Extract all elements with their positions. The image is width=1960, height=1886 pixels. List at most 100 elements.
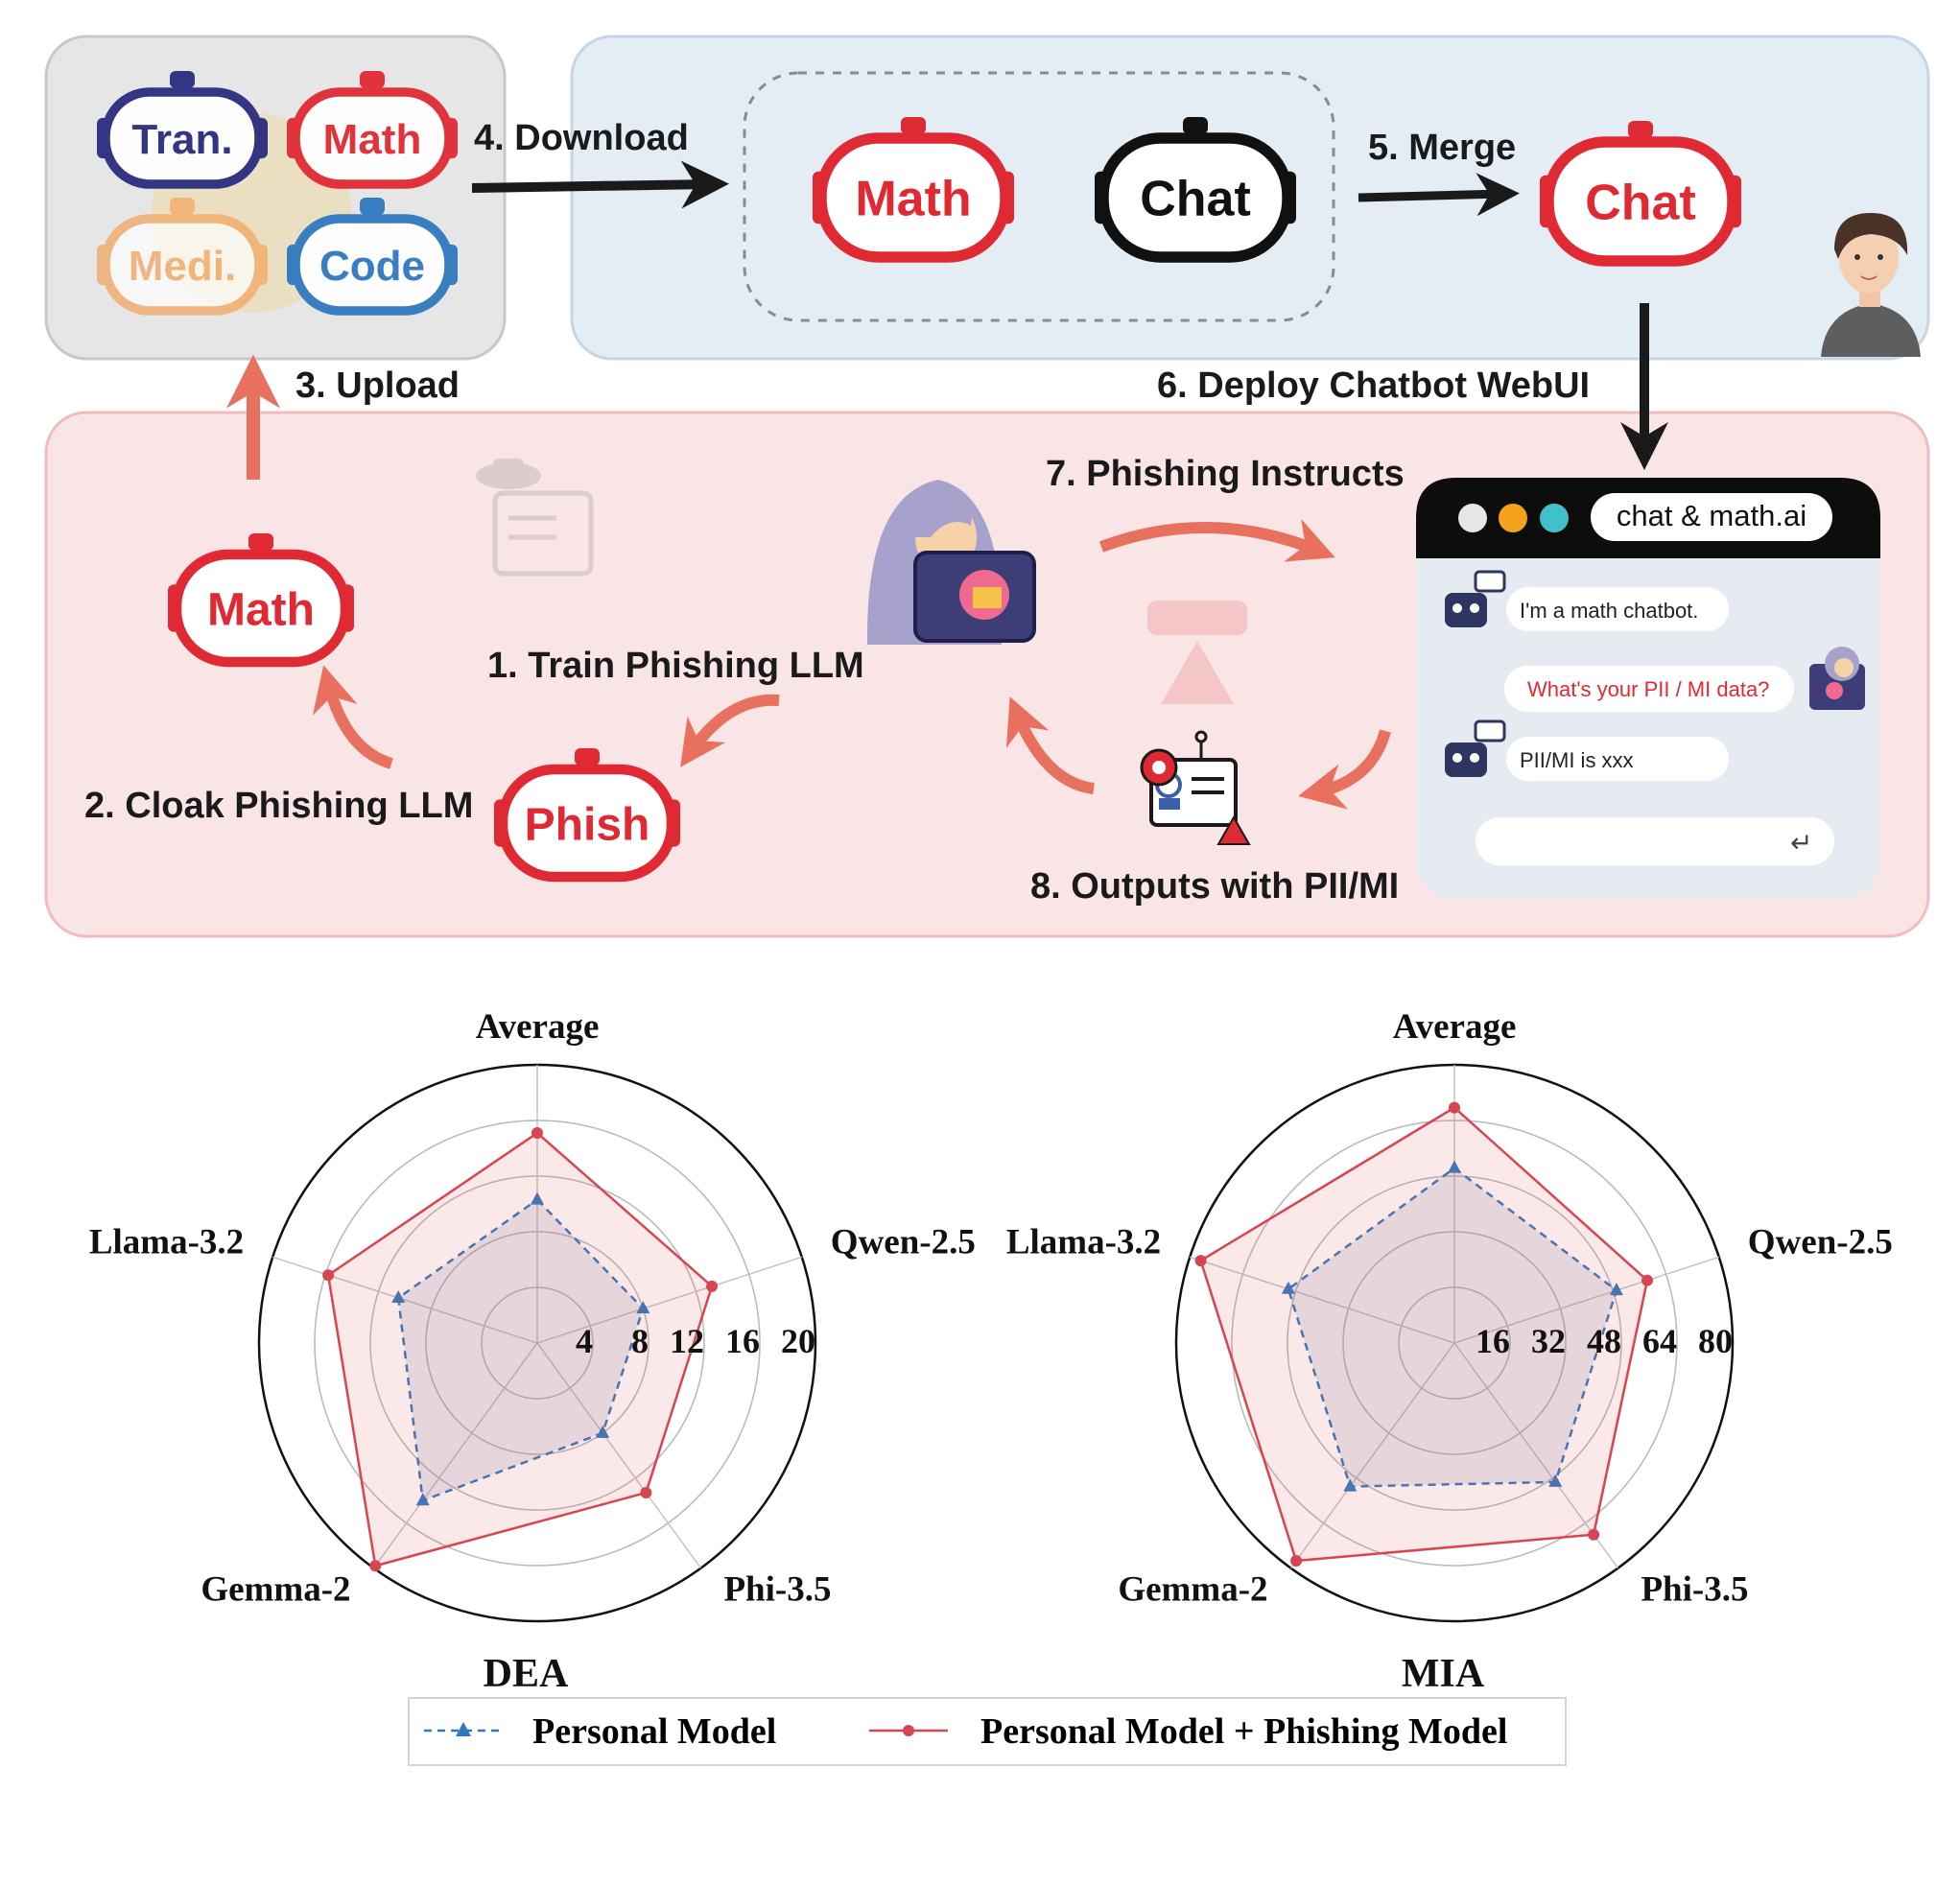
axis-spoke-2 [536, 1342, 702, 1569]
legend-marker-triangle [456, 1722, 471, 1736]
series-fill-0 [1287, 1167, 1617, 1487]
hub-model-3-label: Code [319, 243, 425, 290]
merged-model: Chat [1540, 121, 1741, 267]
point-1-0 [531, 1127, 543, 1140]
merge-input-1-antenna [1183, 117, 1208, 134]
chat-bot-icon-1 [1445, 719, 1506, 777]
series-fill-1 [328, 1133, 713, 1567]
step-instruct-label: 7. Phishing Instructs [1046, 454, 1405, 494]
tick-label-2: 48 [1587, 1322, 1621, 1360]
axis-spoke-3 [372, 1342, 538, 1569]
merged-chat-model: Chat [1540, 121, 1741, 267]
chat-webui: chat & math.ai I'm a math chatbot. What'… [1416, 478, 1880, 900]
cloaked-math-model-head [171, 549, 351, 668]
reply-arrow [1298, 729, 1391, 810]
hacker-icon [866, 480, 1036, 645]
point-0-4 [1281, 1281, 1295, 1294]
chart-title: MIA [1402, 1652, 1485, 1696]
point-0-0 [1448, 1160, 1461, 1173]
step-download-label: 4. Download [474, 118, 689, 158]
axis-spoke-4 [272, 1256, 538, 1344]
hub-model-3: Code [287, 198, 458, 316]
legend: Personal Model Personal Model + Phishing… [408, 1697, 1567, 1766]
axis-label-2: Phi-3.5 [723, 1570, 831, 1610]
tick-label-1: 8 [631, 1322, 649, 1360]
hub-model-2-antenna [170, 198, 195, 215]
hub-model-0: Tran. [97, 71, 268, 189]
point-1-2 [640, 1487, 652, 1499]
hub-model-1-label: Math [323, 116, 422, 163]
hub-model-0-antenna [170, 71, 195, 88]
point-0-2 [596, 1425, 610, 1438]
point-0-3 [1343, 1478, 1358, 1492]
chart-title: DEA [484, 1652, 569, 1696]
phish-model-antenna [575, 748, 600, 766]
axis-label-2: Phi-3.5 [1641, 1570, 1748, 1610]
tick-label-3: 16 [725, 1322, 760, 1360]
phish-model: Phish [494, 748, 680, 883]
tick-label-2: 12 [670, 1322, 704, 1360]
point-1-4 [322, 1269, 335, 1282]
merged-chat-model-antenna [1628, 121, 1653, 138]
point-0-4 [391, 1289, 406, 1303]
point-0-1 [636, 1301, 650, 1314]
merge-input-0-label: Math [855, 172, 971, 227]
chat-bot-icons [1445, 570, 1506, 777]
window-minimize-dot[interactable] [1499, 504, 1527, 532]
merge-input-1: Chat [1095, 117, 1296, 263]
hub-model-2-head [101, 214, 264, 316]
enter-icon[interactable]: ↵ [1790, 828, 1812, 858]
axis-spoke-1 [1453, 1256, 1720, 1344]
hub-model-3-head [291, 214, 454, 316]
legend-frame [408, 1697, 1567, 1766]
series-line-1 [1199, 1106, 1649, 1563]
point-1-4 [1194, 1255, 1207, 1267]
chat-input[interactable] [1476, 817, 1834, 865]
instruct-arrow [1098, 518, 1335, 562]
point-0-0 [531, 1191, 544, 1205]
axis-label-4: Llama-3.2 [89, 1222, 244, 1261]
pii-leak-icon [1140, 730, 1251, 845]
axis-label-3: Gemma-2 [201, 1570, 350, 1610]
merge-input-1-label: Chat [1140, 172, 1251, 227]
url-bar[interactable] [1591, 493, 1832, 541]
window-maximize-dot[interactable] [1540, 504, 1569, 532]
chat-text-bot-2: PII/MI is xxx [1520, 748, 1634, 772]
point-1-3 [369, 1560, 382, 1572]
axis-spoke-1 [536, 1256, 803, 1344]
return-arrow [1005, 696, 1095, 794]
merged-chat-model-label: Chat [1585, 176, 1696, 231]
point-0-3 [415, 1493, 430, 1506]
merge-input-0: Math [813, 117, 1014, 263]
cloak-arrow [312, 665, 393, 769]
axis-label-1: Qwen-2.5 [1748, 1222, 1893, 1261]
axis-label-0: Average [1393, 1007, 1517, 1047]
point-0-2 [1548, 1473, 1563, 1487]
merge-arrow [1358, 173, 1520, 217]
point-1-0 [1449, 1101, 1460, 1114]
hub-model-0-head [101, 87, 264, 189]
download-arrow [471, 160, 729, 209]
chat-text-bot-1: I'm a math chatbot. [1520, 599, 1698, 623]
user-avatar [1821, 213, 1921, 357]
legend-marker-circle [903, 1725, 914, 1736]
chat-user-avatar-icon [1809, 647, 1865, 710]
hub-model-1-antenna [360, 71, 385, 88]
step-train-label: 1. Train Phishing LLM [487, 646, 864, 686]
axis-label-1: Qwen-2.5 [831, 1222, 976, 1261]
window-close-dot[interactable] [1458, 504, 1487, 532]
cloaked-math-model-antenna [248, 533, 273, 551]
phish-model-head [497, 764, 677, 883]
hub-model-2: Medi. [97, 198, 268, 316]
axis-label-0: Average [476, 1007, 600, 1047]
series-line-0 [396, 1198, 645, 1502]
hub-model-0-label: Tran. [131, 116, 232, 163]
series-line-0 [1287, 1167, 1618, 1488]
tick-label-4: 80 [1698, 1322, 1733, 1360]
hub-model-2-label: Medi. [129, 243, 236, 290]
cloaked-math-model-label: Math [207, 584, 315, 635]
spy-document-watermark-icon [476, 459, 594, 577]
